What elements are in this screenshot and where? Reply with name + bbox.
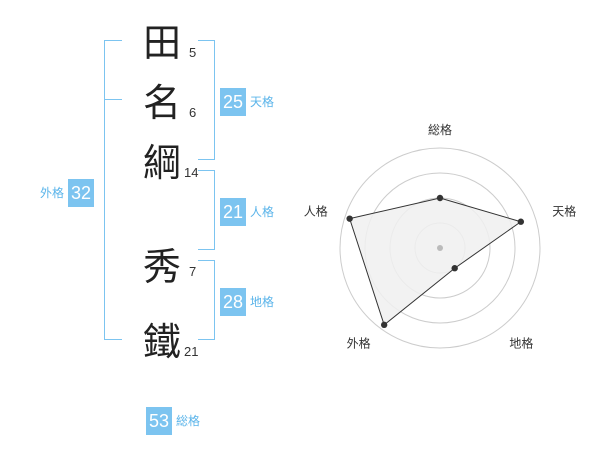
jinkaku-badge: 21 人格 <box>220 198 278 226</box>
radar-axis-label-外格: 外格 <box>347 335 371 350</box>
gaikaku-bracket <box>104 40 122 340</box>
tenkaku-value: 25 <box>220 88 247 116</box>
radar-point-地格 <box>451 265 458 272</box>
gaikaku-value: 32 <box>68 179 95 207</box>
name-char-2: 名 <box>143 81 182 125</box>
radar-axis-label-地格: 地格 <box>509 335 533 350</box>
jinkaku-label: 人格 <box>250 205 275 219</box>
stroke-count-5: 21 <box>184 344 199 359</box>
gaikaku-bracket-tick <box>104 99 122 100</box>
chikaku-bracket <box>198 260 215 340</box>
jinkaku-bracket <box>198 170 215 250</box>
gaikaku-badge: 外格 32 <box>36 179 95 207</box>
radar-point-外格 <box>380 321 388 329</box>
jinkaku-value: 21 <box>220 198 247 226</box>
radar-ring-4 <box>339 147 541 349</box>
chikaku-label: 地格 <box>250 295 275 309</box>
name-char-3: 綱 <box>143 141 182 185</box>
name-char-1: 田 <box>143 21 182 65</box>
tenkaku-badge: 25 天格 <box>220 88 278 116</box>
radar-axis-label-総格: 総格 <box>428 122 452 137</box>
stroke-count-4: 7 <box>189 264 197 279</box>
soukaku-value: 53 <box>146 407 173 435</box>
tenkaku-bracket <box>198 40 215 160</box>
stroke-count-1: 5 <box>189 45 197 60</box>
radar-point-人格 <box>346 215 353 222</box>
chikaku-value: 28 <box>220 288 247 316</box>
radar-center <box>437 245 443 251</box>
soukaku-label: 総格 <box>176 414 201 428</box>
stroke-count-3: 14 <box>184 165 199 180</box>
soukaku-badge: 53 総格 <box>146 407 204 435</box>
tenkaku-label: 天格 <box>250 95 275 109</box>
radar-point-総格 <box>436 194 444 202</box>
radar-axis-label-天格: 天格 <box>552 204 576 219</box>
name-char-4: 秀 <box>143 245 182 289</box>
radar-point-天格 <box>517 218 525 225</box>
chikaku-badge: 28 地格 <box>220 288 278 316</box>
radar-polygon <box>349 197 522 326</box>
gaikaku-label: 外格 <box>40 186 65 200</box>
name-char-5: 鐵 <box>143 320 182 364</box>
radar-axis-label-人格: 人格 <box>304 204 328 219</box>
stroke-count-2: 6 <box>189 105 197 120</box>
